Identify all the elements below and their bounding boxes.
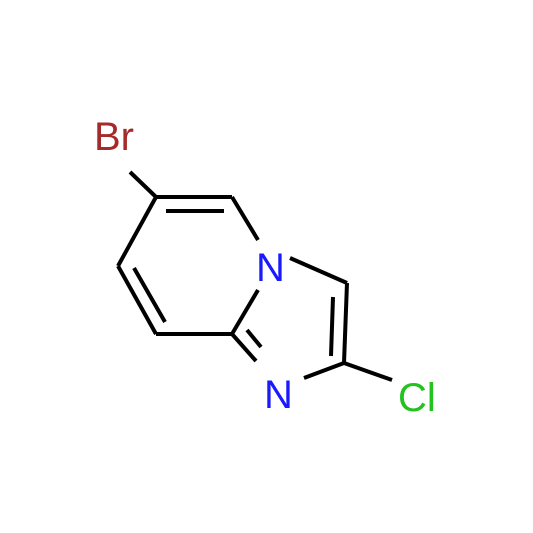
bond-c8a-n1 xyxy=(230,332,258,363)
bond-n4-c3 xyxy=(289,256,348,285)
atom-label-bromine: Br xyxy=(94,115,134,159)
bond-c3-c2 xyxy=(342,282,349,364)
atom-label-bridge-nitrogen: N xyxy=(256,246,285,290)
bond-c7-c8 xyxy=(116,265,158,335)
bond-c6-br xyxy=(128,170,158,199)
atom-label-imine-nitrogen: N xyxy=(264,373,293,417)
bond-c7-c8-inner xyxy=(132,267,167,323)
atom-label-chlorine: Cl xyxy=(398,376,436,420)
bond-c3-c2-inner xyxy=(329,296,335,357)
bond-c2-n1 xyxy=(303,361,345,380)
bond-c2-cl xyxy=(343,361,393,382)
bond-c8a-n4 xyxy=(230,288,260,336)
bonds xyxy=(116,170,393,382)
bond-c6-c7 xyxy=(116,196,158,267)
bond-c5-n4 xyxy=(230,195,260,242)
atom-labels: Br N N Cl xyxy=(94,115,436,420)
bond-c8a-n1-inner xyxy=(245,328,263,349)
